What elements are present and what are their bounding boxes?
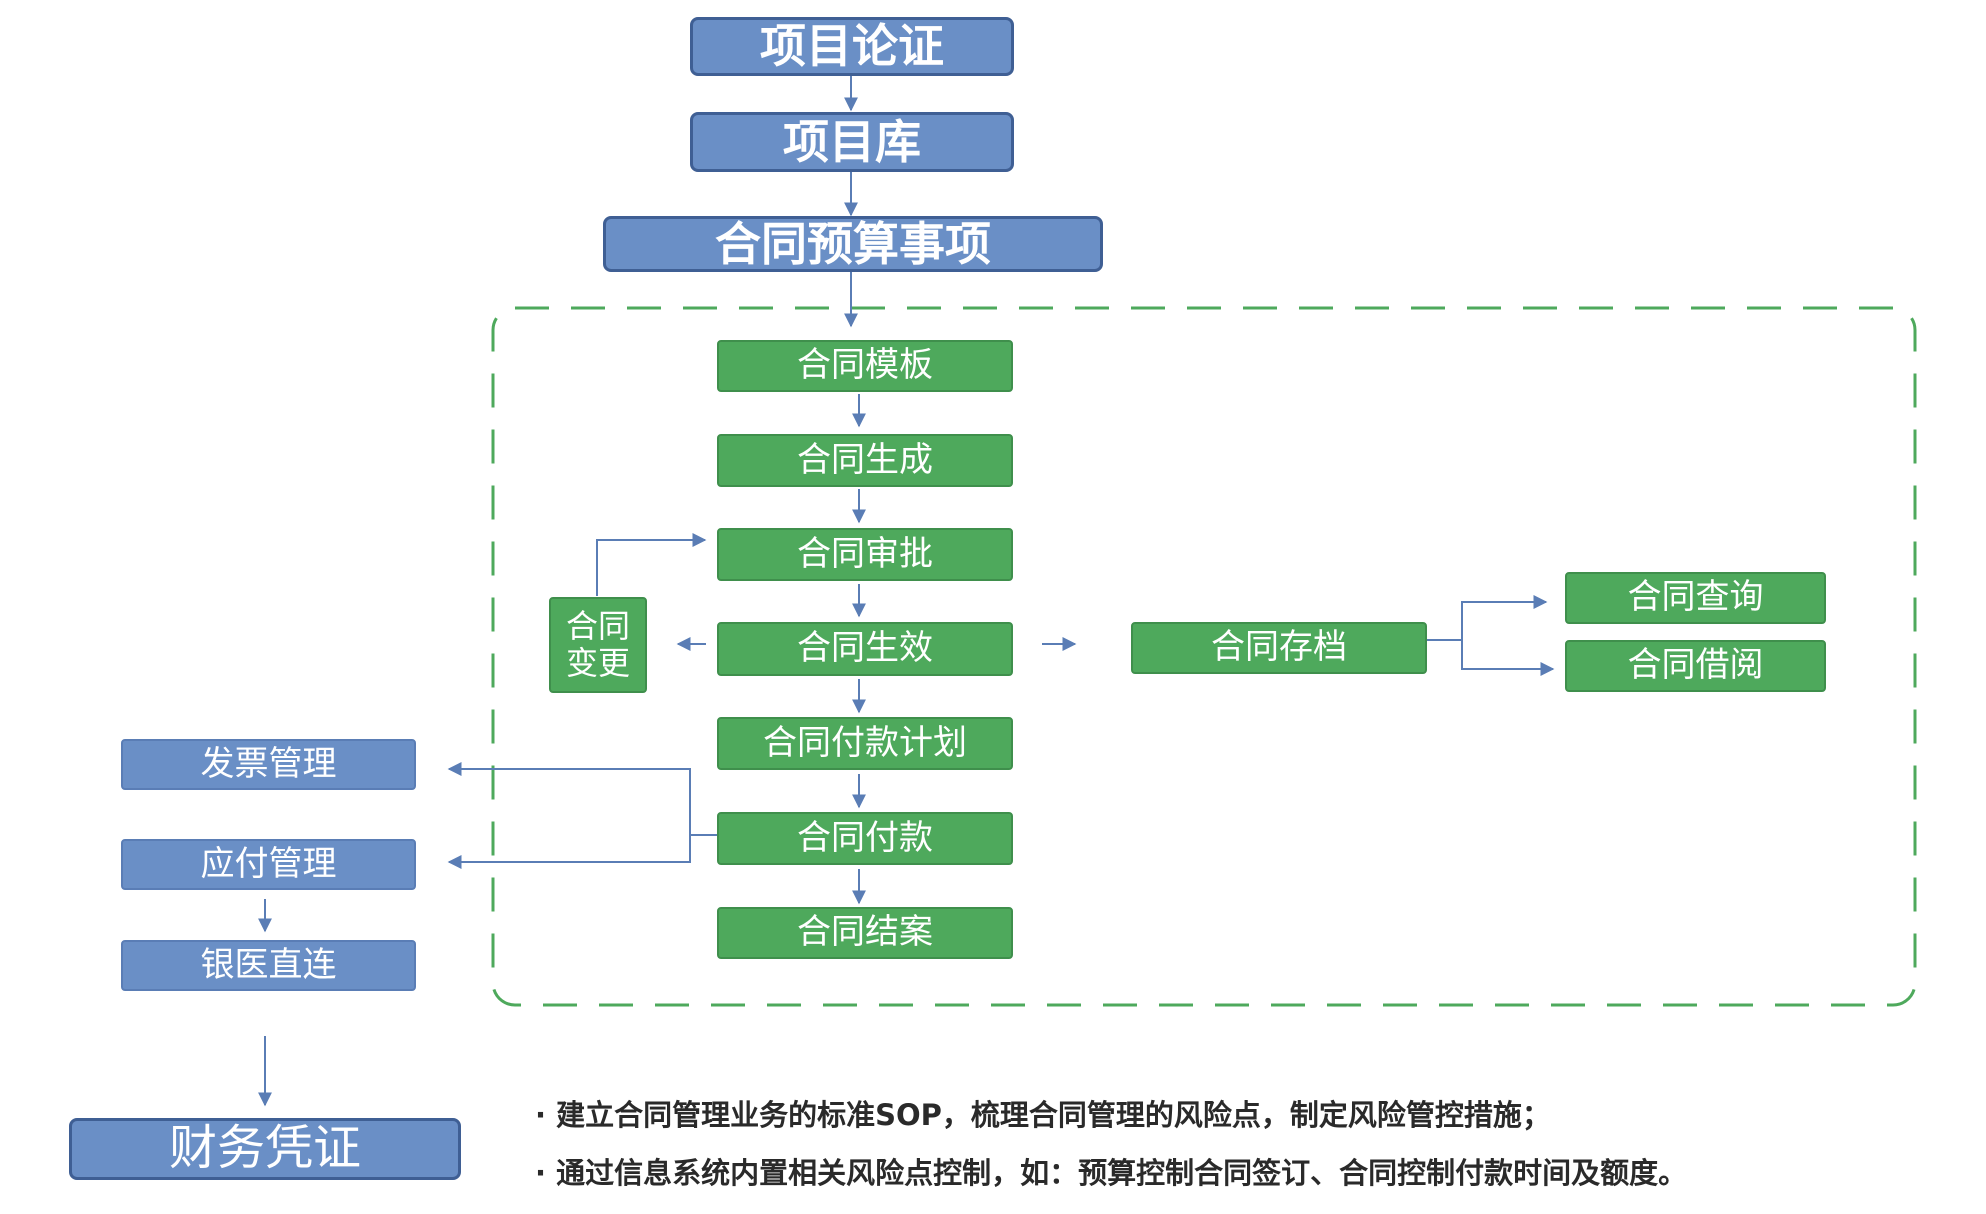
contract-query-box: 合同查询 — [1565, 572, 1826, 624]
contract-generate-box: 合同生成 — [717, 434, 1013, 487]
invoice-management-label: 发票管理 — [200, 743, 337, 784]
contract-approve-box: 合同审批 — [717, 528, 1013, 581]
arrow-archive-to-borrow — [1461, 640, 1555, 676]
project-review-box: 项目论证 — [690, 17, 1014, 76]
arrow-archive-to-query — [1427, 595, 1548, 641]
contract-closeout-box: 合同结案 — [717, 907, 1013, 959]
contract-payment-plan-box: 合同付款计划 — [717, 717, 1013, 770]
contract-change-label: 合同变更 — [565, 607, 630, 682]
contract-borrow-label: 合同借阅 — [1627, 645, 1764, 686]
contract-payment-box: 合同付款 — [717, 812, 1013, 865]
bank-direct-label: 银医直连 — [200, 944, 337, 985]
contract-payment-label: 合同付款 — [797, 817, 933, 858]
project-library-box: 项目库 — [690, 112, 1014, 172]
payable-management-label: 应付管理 — [200, 843, 337, 884]
bank-direct-box: 银医直连 — [121, 940, 416, 991]
contract-borrow-box: 合同借阅 — [1565, 640, 1826, 692]
contract-archive-label: 合同存档 — [1211, 627, 1347, 668]
contract-change-box: 合同变更 — [549, 597, 647, 693]
contract-query-label: 合同查询 — [1627, 577, 1764, 618]
contract-generate-label: 合同生成 — [797, 439, 933, 480]
contract-budget-box: 合同预算事项 — [603, 216, 1103, 272]
contract-template-box: 合同模板 — [717, 340, 1013, 392]
contract-archive-box: 合同存档 — [1131, 622, 1427, 674]
note-line-2: · 通过信息系统内置相关风险点控制，如：预算控制合同签订、合同控制付款时间及额度… — [535, 1156, 1688, 1190]
payable-management-box: 应付管理 — [121, 839, 416, 890]
financial-voucher-box: 财务凭证 — [69, 1118, 461, 1180]
invoice-management-box: 发票管理 — [121, 739, 416, 790]
contract-budget-label: 合同预算事项 — [715, 216, 991, 271]
contract-payment-plan-label: 合同付款计划 — [763, 722, 967, 763]
contract-effective-box: 合同生效 — [717, 622, 1013, 676]
contract-template-label: 合同模板 — [797, 345, 933, 386]
project-library-label: 项目库 — [783, 114, 921, 169]
project-review-label: 项目论证 — [760, 19, 944, 74]
arrow-payment-to-invoice — [447, 762, 717, 836]
arrow-change-to-approve — [596, 533, 707, 596]
arrow-payment-to-payable — [447, 835, 691, 869]
contract-scope-border — [491, 306, 1917, 1007]
contract-closeout-label: 合同结案 — [797, 912, 933, 953]
contract-approve-label: 合同审批 — [797, 533, 933, 574]
contract-effective-label: 合同生效 — [797, 628, 933, 669]
financial-voucher-label: 财务凭证 — [168, 1120, 361, 1177]
note-line-1: · 建立合同管理业务的标准SOP，梳理合同管理的风险点，制定风险管控措施； — [535, 1098, 1551, 1132]
